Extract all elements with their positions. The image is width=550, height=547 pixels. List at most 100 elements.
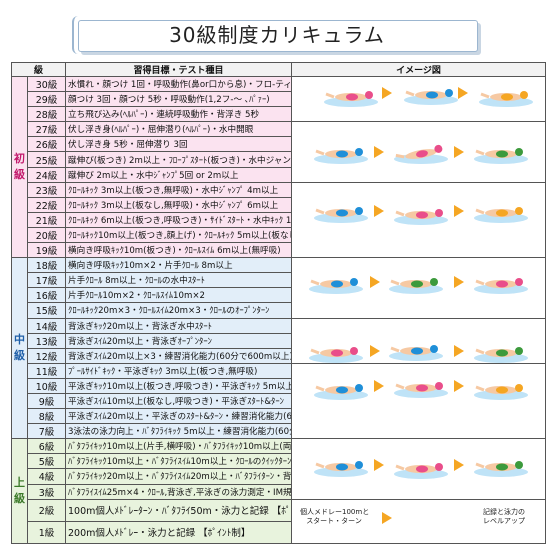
section-char: 級: [14, 349, 25, 363]
swimmer-icon: [309, 278, 364, 295]
swimmer-icon: [404, 89, 459, 105]
section-char: 初: [14, 152, 25, 166]
goal-cell: 平泳ぎｷｯｸ10m以上(板つき,呼吸つき)・平泳ぎｷｯｸ 5m以上(板なし,呼吸…: [65, 377, 293, 394]
level-cell: 27級: [26, 121, 67, 138]
illustration-cell: 個人メドレー100mと スタート・ターン 記録と泳力の レベルアップ: [291, 498, 547, 544]
table-row: 16級片手ｸﾛｰﾙ10m×2・ｸﾛｰﾙｽｲﾑ10m×2: [12, 287, 546, 304]
goal-cell: ﾊﾞﾀﾌﾗｲｷｯｸ20m以上・ﾊﾞﾀﾌﾗｲｽｲﾑ20m以上・ﾊﾞﾀﾌﾗｲﾀｰﾝ・…: [65, 468, 293, 485]
goal-cell: 平泳ぎｽｲﾑ20m以上・平泳ぎのｽﾀｰﾄ&ﾀｰﾝ・練習消化能力(60分で800m…: [65, 408, 293, 425]
arrow-right-icon: [374, 204, 385, 217]
level-cell: 29級: [26, 91, 67, 108]
goal-cell: ｸﾛｰﾙｷｯｸ 6m以上(板つき,呼吸つき)・ｻｲﾄﾞｽﾀｰﾄ・水中ｷｯｸ 10…: [65, 211, 293, 228]
arrow-right-icon: [382, 511, 393, 524]
level-cell: 20級: [26, 226, 67, 244]
illustration-cell: [291, 121, 547, 183]
level-cell: 25級: [26, 151, 67, 168]
illustration-cell: [291, 181, 547, 259]
level-cell: 6級: [26, 438, 67, 455]
arrow-right-icon: [370, 276, 381, 289]
goal-cell: 顔つけ 3回・顔つけ 5秒・呼吸動作(1,2フ-～ ､ﾊﾟｧｰ): [65, 91, 293, 108]
caption-medley: 個人メドレー100mと スタート・ターン: [300, 507, 370, 525]
arrow-right-icon: [370, 344, 381, 357]
arrow-right-icon: [454, 344, 465, 357]
goal-cell: ｸﾛｰﾙｷｯｸ10m以上(板つき,顔上げ)・ｸﾛｰﾙｷｯｸ 5m以上(板なし,呼…: [65, 226, 293, 244]
header-image: イメージ図: [291, 62, 547, 77]
goal-cell: 蹴伸び 2m以上・水中ｼﾞｬﾝﾌﾟ5回 or 2m以上: [65, 166, 293, 183]
page-title: 30級制度カリキュラム: [169, 23, 385, 47]
arrow-right-icon: [374, 379, 385, 392]
level-cell: 10級: [26, 377, 67, 394]
table-row: 24級蹴伸び 2m以上・水中ｼﾞｬﾝﾌﾟ5回 or 2m以上: [12, 166, 546, 183]
table-row: 27級伏し浮き身(ﾍﾙﾊﾟｰ)・屈伸潜り(ﾍﾙﾊﾟｰ)・水中開眼: [12, 121, 547, 183]
arrow-right-icon: [374, 459, 385, 472]
goal-cell: ﾊﾞﾀﾌﾗｲｽｲﾑ25m×4・ｸﾛｰﾙ,背泳ぎ,平泳ぎの泳力測定・IM規定: [65, 483, 293, 500]
swimmer-icon: [474, 278, 529, 295]
table-row: 22級ｸﾛｰﾙｷｯｸ 3m以上(板なし,無呼吸)・水中ｼﾞｬﾝﾌﾟ 6m以上: [12, 196, 546, 213]
section-char: 級: [14, 491, 25, 505]
swimmer-icon: [389, 344, 444, 361]
swimmer-icon: [474, 383, 529, 400]
table-row: 4級ﾊﾞﾀﾌﾗｲｷｯｸ20m以上・ﾊﾞﾀﾌﾗｲｽｲﾑ20m以上・ﾊﾞﾀﾌﾗｲﾀｰ…: [12, 468, 546, 485]
level-cell: 9級: [26, 392, 67, 410]
swimmer-icon: [394, 208, 449, 225]
goal-cell: ｸﾛｰﾙｷｯｸ 3m以上(板つき,無呼吸)・水中ｼﾞｬﾝﾌﾟ 4m以上: [65, 181, 293, 198]
level-cell: 21級: [26, 211, 67, 228]
swimmer-icon: [474, 346, 529, 363]
table-row: 25級蹴伸び(板つき) 2m以上・ﾌﾛｰﾌﾟｽﾀｰﾄ(板つき)・水中ジャンプ 3…: [12, 151, 546, 168]
swimmer-icon: [314, 148, 369, 165]
goal-cell: 平泳ぎｽｲﾑ10m以上(板なし,呼吸つき)・平泳ぎｽﾀｰﾄ&ﾀｰﾝ: [65, 392, 293, 410]
level-cell: 7級: [26, 423, 67, 440]
swimmer-icon: [394, 463, 449, 480]
goal-cell: 伏し浮き身(ﾍﾙﾊﾟｰ)・屈伸潜り(ﾍﾙﾊﾟｰ)・水中開眼: [65, 121, 293, 138]
level-cell: 19級: [26, 242, 67, 259]
goal-cell: 片手ｸﾛｰﾙ10m×2・ｸﾛｰﾙｽｲﾑ10m×2: [65, 287, 293, 304]
goal-cell: 200m個人ﾒﾄﾞﾚｰ・泳力と記録 【ﾎﾟｲﾝﾄ制】: [65, 520, 293, 544]
illustration-cell: [291, 438, 547, 500]
goal-cell: 背泳ぎｷｯｸ20m以上・背泳ぎ水中ｽﾀｰﾄ: [65, 317, 293, 334]
goal-cell: ｸﾛｰﾙｷｯｸ 3m以上(板なし,無呼吸)・水中ｼﾞｬﾝﾌﾟ 6m以上: [65, 196, 293, 213]
level-cell: 18級: [26, 257, 67, 274]
section-label-beginner: 初級: [11, 75, 28, 259]
arrow-right-icon: [454, 276, 465, 289]
caption-record: 記録と泳力の レベルアップ: [483, 507, 526, 525]
swimmer-icon: [394, 145, 449, 165]
swimmer-icon: [309, 346, 364, 363]
swimmer-icon: [314, 206, 369, 223]
table-header: 級 習得目標・テスト種目 イメージ図: [10, 62, 547, 77]
goal-cell: 伏し浮き身 5秒・屈伸潜り 3回: [65, 136, 293, 153]
goal-cell: 背泳ぎｽｲﾑ20m以上・背泳ぎｵｰﾌﾟﾝﾀｰﾝ: [65, 332, 293, 349]
illustration-cell: [291, 317, 547, 364]
swimmer-icon: [474, 206, 529, 223]
goal-cell: 背泳ぎｽｲﾑ20m以上×3・練習消化能力(60分で600m以上): [65, 347, 293, 364]
goal-cell: 蹴伸び(板つき) 2m以上・ﾌﾛｰﾌﾟｽﾀｰﾄ(板つき)・水中ジャンプ 3回: [65, 151, 293, 168]
arrow-right-icon: [374, 146, 385, 159]
level-cell: 28級: [26, 106, 67, 123]
arrow-right-icon: [454, 459, 465, 472]
table-row: 19級横向き呼吸ｷｯｸ10m(板つき)・ｸﾛｰﾙｽｲﾑ 6m以上(無呼吸): [12, 242, 546, 259]
table-row: 26級伏し浮き身 5秒・屈伸潜り 3回: [12, 136, 546, 153]
level-cell: 22級: [26, 196, 67, 213]
table-row: 23級ｸﾛｰﾙｷｯｸ 3m以上(板つき,無呼吸)・水中ｼﾞｬﾝﾌﾟ 4m以上: [12, 181, 547, 259]
swimmer-icon: [394, 381, 449, 398]
goal-cell: ﾊﾞﾀﾌﾗｲｷｯｸ10m以上(片手,横呼吸)・ﾊﾞﾀﾌﾗｲｷｯｸ10m以上(両手…: [65, 438, 293, 455]
illustration-cell: [291, 75, 547, 123]
level-cell: 24級: [26, 166, 67, 183]
level-cell: 14級: [26, 317, 67, 334]
goal-cell: 100m個人ﾒﾄﾞﾚｰﾀｰﾝ・ﾊﾞﾀﾌﾗｲ50m・泳力と記録 【ﾎﾟｲﾝﾄ制】: [65, 498, 293, 522]
arrow-right-icon: [454, 204, 465, 217]
swimmer-icon: [479, 91, 534, 107]
level-cell: 26級: [26, 136, 67, 153]
level-cell: 17級: [26, 272, 67, 289]
level-cell: 11級: [26, 362, 67, 379]
goal-cell: 横向き呼吸ｷｯｸ10m(板つき)・ｸﾛｰﾙｽｲﾑ 6m以上(無呼吸): [65, 242, 293, 259]
table-row: 15級ｸﾛｰﾙｷｯｸ20m×3・ｸﾛｰﾙｽｲﾑ20m×3・ｸﾛｰﾙのｵｰﾌﾟﾝﾀ…: [12, 302, 546, 319]
section-char: 級: [14, 168, 25, 182]
swimmer-icon: [474, 148, 529, 165]
section-label-intermediate: 中級: [11, 257, 28, 440]
level-cell: 15級: [26, 302, 67, 319]
swimmer-icon: [324, 91, 379, 107]
